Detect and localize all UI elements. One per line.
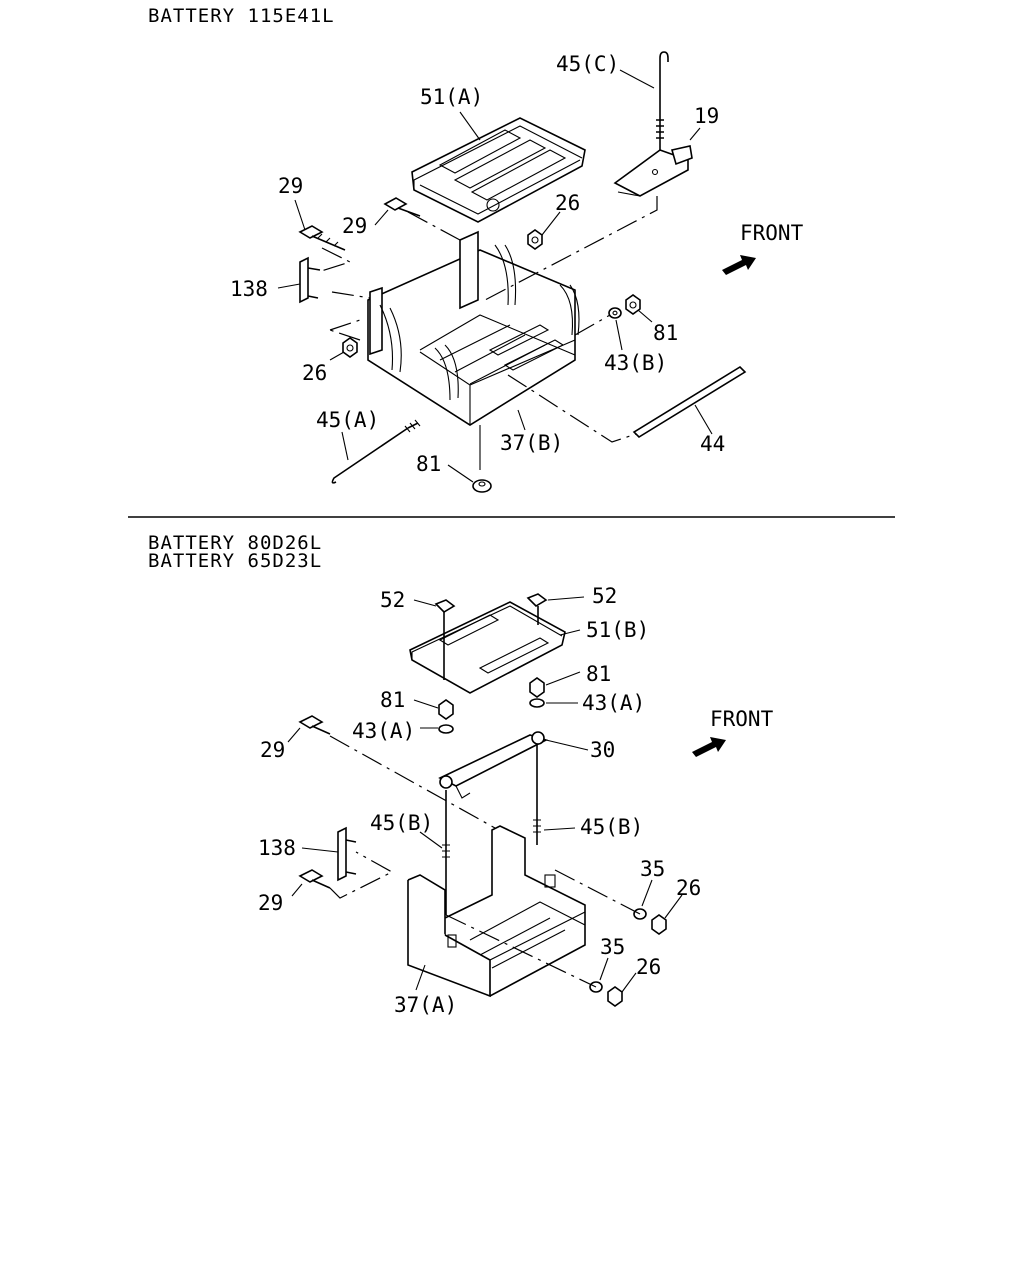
nut-26-d: [607, 986, 623, 1007]
part-label: 51(B): [586, 618, 649, 642]
part-label: 81: [416, 452, 441, 476]
nut-81-b: [472, 479, 492, 493]
rod-44: [632, 365, 747, 439]
bolt-29-c: [298, 715, 331, 735]
part-label: 26: [636, 955, 661, 979]
hold-down-30: [438, 731, 549, 799]
part-label: 138: [230, 277, 268, 301]
front-arrow-icon: [722, 255, 756, 275]
part-label: 43(A): [352, 719, 415, 743]
part-label: 81: [653, 321, 678, 345]
part-label: 45(B): [370, 811, 433, 835]
part-label: 19: [694, 104, 719, 128]
part-label: 45(A): [316, 408, 379, 432]
part-label: 81: [380, 688, 405, 712]
part-label: 26: [676, 876, 701, 900]
nut-81-d: [438, 699, 454, 720]
nut-81-c: [529, 677, 545, 698]
section-2-header-line-2: BATTERY 65D23L: [148, 550, 322, 572]
bolt-29-a: [298, 225, 346, 251]
front-arrow-icon: [692, 737, 726, 757]
part-label: 43(B): [604, 351, 667, 375]
part-label: 51(A): [420, 85, 483, 109]
battery-tray-37a: [407, 825, 586, 998]
section-1: BATTERY 115E41L: [148, 5, 804, 493]
part-label: 81: [586, 662, 611, 686]
bracket-19: [613, 145, 693, 197]
section-2-header-line-1: BATTERY 80D26L: [148, 532, 322, 554]
front-label: FRONT: [740, 221, 804, 245]
part-label: 138: [258, 836, 296, 860]
link-138: [299, 256, 321, 304]
part-label: 35: [640, 857, 665, 881]
rod-45b-right: [533, 745, 541, 845]
wing-nut-52-left: [434, 599, 456, 680]
nut-26-c: [651, 914, 667, 935]
section-1-header: BATTERY 115E41L: [148, 5, 335, 27]
part-label: 29: [260, 738, 285, 762]
nut-81-a: [625, 294, 641, 315]
front-label: FRONT: [710, 707, 774, 731]
bolt-29-b: [383, 197, 421, 217]
part-label: 52: [380, 588, 405, 612]
nut-26-b: [342, 337, 358, 358]
battery-cover-51a: [411, 117, 586, 223]
battery-tray-37b: [367, 230, 580, 470]
stay-45a: [331, 419, 421, 484]
part-label: 45(B): [580, 815, 643, 839]
battery-cover-51b: [409, 601, 566, 694]
part-label: 52: [592, 584, 617, 608]
stay-45c: [656, 51, 669, 150]
section-2: BATTERY 80D26L BATTERY 65D23L: [148, 532, 774, 1017]
part-label: 37(A): [394, 993, 457, 1017]
part-label: 26: [555, 191, 580, 215]
rod-45b-left: [442, 790, 450, 915]
part-label: 29: [258, 891, 283, 915]
part-label: 37(B): [500, 431, 563, 455]
part-label: 26: [302, 361, 327, 385]
link-138-b: [337, 826, 357, 882]
washer-43b: [608, 307, 622, 319]
wing-nut-52-right: [526, 593, 548, 625]
part-label: 35: [600, 935, 625, 959]
part-label: 44: [700, 432, 725, 456]
bolt-29-d: [298, 869, 331, 889]
washer-43a-right: [529, 698, 545, 708]
washer-43a-left: [438, 724, 454, 734]
part-label: 30: [590, 738, 615, 762]
part-label: 29: [342, 214, 367, 238]
nut-26-a: [527, 229, 543, 250]
part-label: 43(A): [582, 691, 645, 715]
part-label: 29: [278, 174, 303, 198]
part-label: 45(C): [556, 52, 619, 76]
